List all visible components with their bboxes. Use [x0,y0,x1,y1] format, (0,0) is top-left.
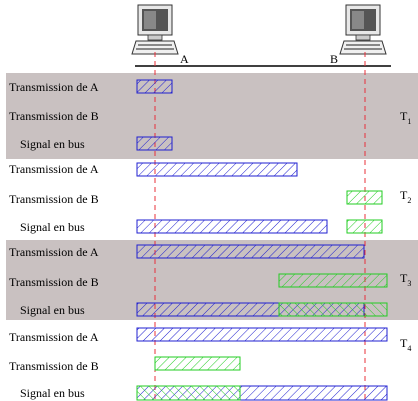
phase-t4-sub: 4 [407,344,411,353]
row-label-t2-bus: Signal en bus [20,220,85,234]
band-t1 [6,73,418,159]
computer-icon-b [339,4,387,55]
station-label-b: B [330,52,338,66]
row-label-t4-tx-a: Transmission de A [9,330,99,344]
row-label-t3-tx-a: Transmission de A [9,245,99,259]
row-label-t1-bus: Signal en bus [20,137,85,151]
row-label-t3-tx-b: Transmission de B [9,275,99,289]
row-label-t4-tx-b: Transmission de B [9,359,99,373]
phase-t2-sub: 2 [407,196,411,205]
t4-tx-b-bar [154,356,241,371]
t2-tx-a-bar [136,162,298,177]
phase-t3-letter: T [400,271,408,285]
t2-bus-a-bar [136,219,328,234]
t4-tx-a-bar [136,327,388,342]
phase-label-t4: T4 [400,336,411,353]
row-label-t3-bus: Signal en bus [20,303,85,317]
phase-t1-letter: T [400,109,408,123]
row-label-t4-bus: Signal en bus [20,386,85,400]
t3-tx-b-bar [278,273,388,288]
phase-t2-letter: T [400,188,408,202]
row-label-t1-tx-b: Transmission de B [9,109,99,123]
row-label-t1-tx-a: Transmission de A [9,80,99,94]
t1-tx-a-bar [136,79,173,94]
phase-t1-sub: 1 [407,117,411,126]
t1-bus-a-bar [136,136,173,151]
row-label-t2-tx-a: Transmission de A [9,162,99,176]
t3-tx-a-bar [136,244,365,259]
computer-icon-a [131,4,179,55]
t2-tx-b-bar [346,190,383,205]
phase-label-t1: T1 [400,109,411,126]
phase-label-t3: T3 [400,271,411,288]
t3-bus-b-bar [278,302,388,317]
phase-label-t2: T2 [400,188,411,205]
row-label-t2-tx-b: Transmission de B [9,192,99,206]
t2-bus-b-bar [346,219,383,234]
phase-t4-letter: T [400,336,408,350]
t4-bus-b-bar [136,385,241,401]
station-label-a: A [180,52,189,66]
phase-t3-sub: 3 [407,279,411,288]
